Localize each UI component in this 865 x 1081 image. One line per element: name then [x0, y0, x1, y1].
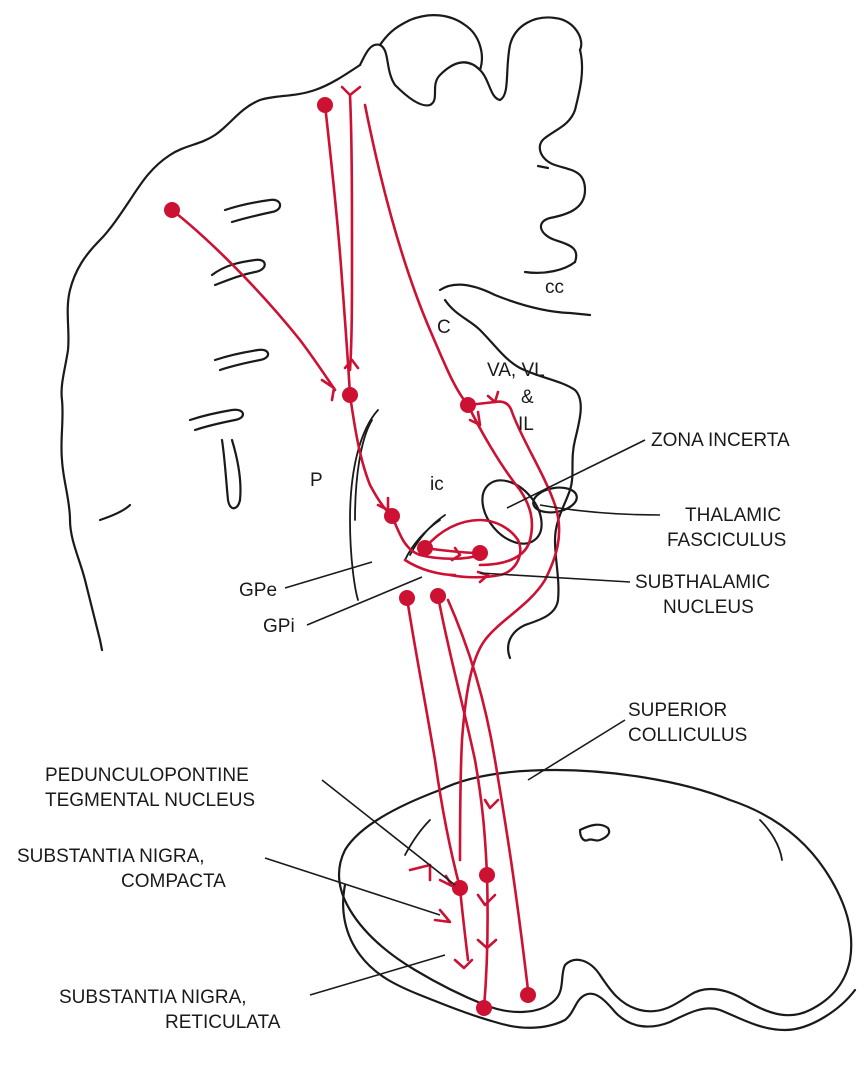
label-corpus-callosum: cc — [545, 277, 564, 298]
snr-neuron-soma — [520, 987, 536, 1003]
label-thalamus-va-vl: VA, VL — [487, 360, 545, 381]
snc-neuron-soma — [452, 880, 468, 896]
label-internal-capsule: ic — [430, 474, 444, 495]
label-superior-colliculus-1: SUPERIOR — [628, 700, 727, 721]
label-snr-1: SUBSTANTIA NIGRA, — [59, 987, 247, 1008]
label-subthalamic-2: NUCLEUS — [663, 597, 754, 618]
label-snc-2: COMPACTA — [121, 871, 226, 892]
thalamic-neuron-soma — [460, 397, 476, 413]
label-zona-incerta: ZONA INCERTA — [651, 430, 790, 451]
label-putamen: P — [310, 470, 323, 491]
label-gpi: GPi — [263, 616, 295, 637]
label-snr-2: RETICULATA — [165, 1012, 281, 1033]
label-snc-1: SUBSTANTIA NIGRA, — [17, 846, 205, 867]
striatal-neuron-soma — [342, 387, 358, 403]
gpe-neuron-soma — [384, 508, 400, 524]
midbrain-outline — [339, 770, 855, 1030]
label-gpe: GPe — [239, 580, 277, 601]
label-caudate: C — [437, 317, 451, 338]
label-thalamic-fasciculus-1: THALAMIC — [685, 505, 781, 526]
zona-incerta-structure — [470, 469, 578, 555]
pedunculopontine-neuron-soma — [479, 867, 495, 883]
label-pedunculopontine-2: TEGMENTAL NUCLEUS — [45, 790, 255, 811]
label-pedunculopontine-1: PEDUNCULOPONTINE — [45, 765, 249, 786]
snr-neuron-soma — [476, 1000, 492, 1016]
structure-labels: cc C P ic VA, VL & IL GPe GPi — [239, 277, 564, 637]
subthalamic-neuron-soma — [472, 545, 488, 561]
cortical-neuron-soma — [317, 97, 333, 113]
gpi-neuron-soma — [417, 540, 433, 556]
pathway-fibers — [172, 87, 559, 1008]
cortical-neuron-soma — [164, 202, 180, 218]
label-thalamus-il: IL — [518, 414, 534, 435]
callout-labels: ZONA INCERTA THALAMIC FASCICULUS SUBTHAL… — [17, 430, 790, 1033]
label-thalamus-amp: & — [521, 387, 534, 408]
label-subthalamic-1: SUBTHALAMIC — [635, 572, 770, 593]
label-thalamic-fasciculus-2: FASCICULUS — [667, 530, 786, 551]
gpi-output-neuron-soma — [430, 588, 446, 604]
gpi-output-neuron-soma — [399, 590, 415, 606]
label-superior-colliculus-2: COLLICULUS — [628, 725, 747, 746]
